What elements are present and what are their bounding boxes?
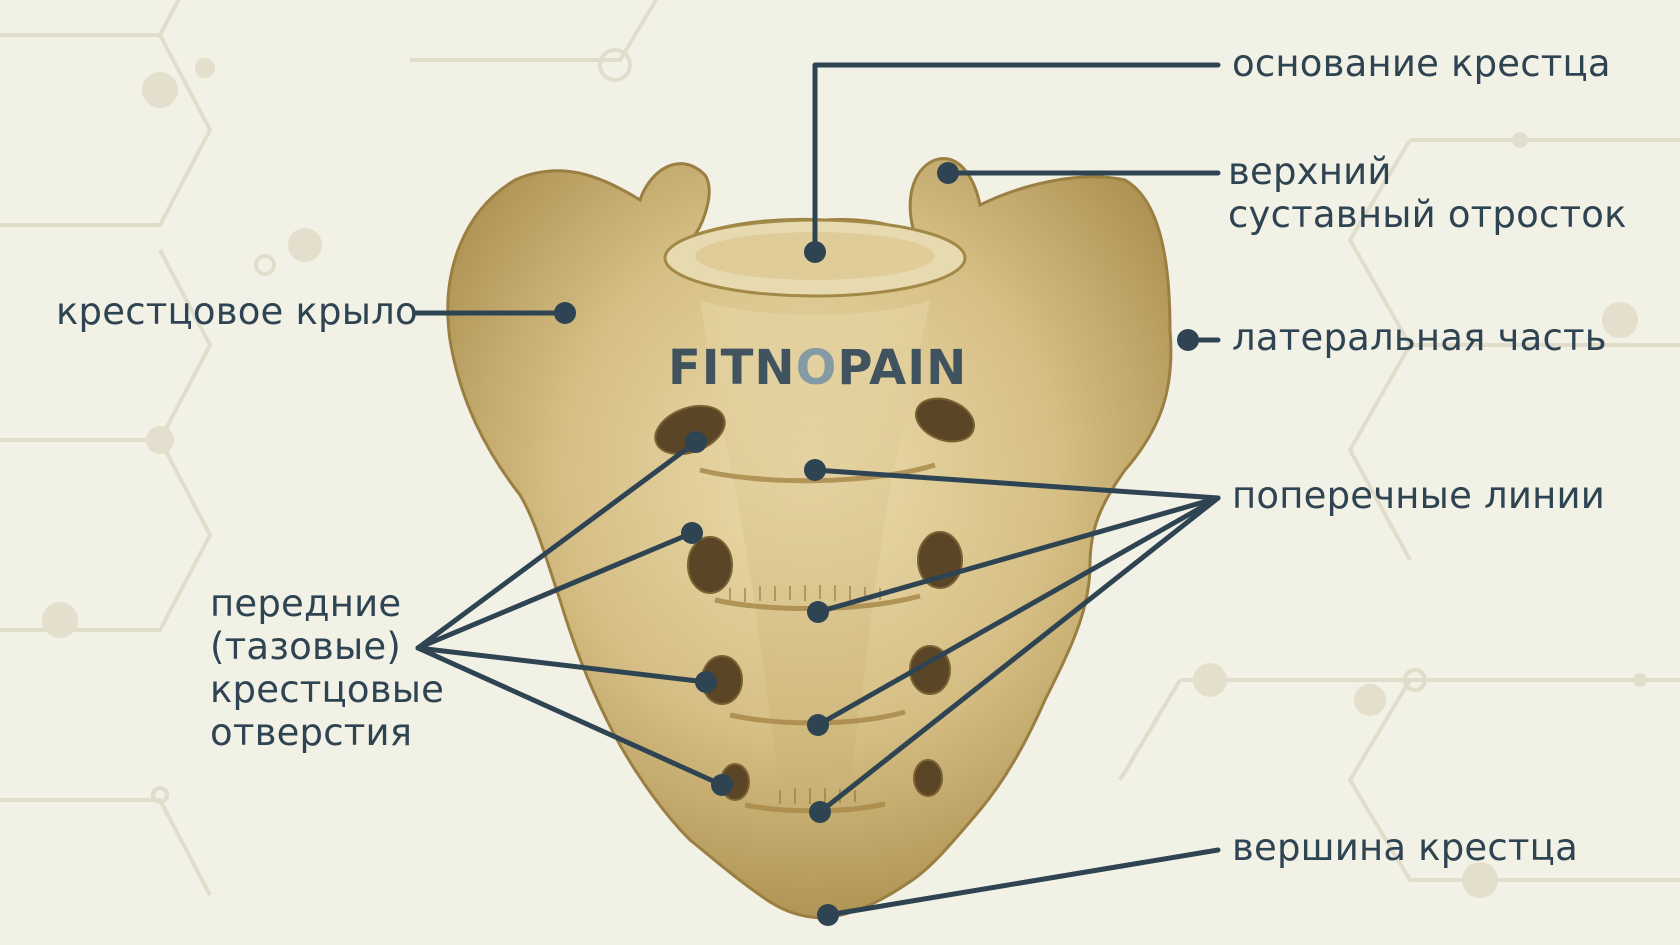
watermark-part-3: PAIN: [837, 340, 967, 396]
label-lateral-part: латеральная часть: [1232, 316, 1607, 359]
marker-transverse-2: [807, 601, 829, 623]
marker-lateral-part: [1177, 329, 1199, 351]
marker-foramina-1: [685, 431, 707, 453]
marker-apex: [817, 904, 839, 926]
foramen-left-2: [688, 537, 732, 593]
label-foramina-line4: отверстия: [210, 711, 444, 754]
marker-transverse-4: [809, 801, 831, 823]
label-transverse-lines: поперечные линии: [1232, 474, 1605, 517]
label-apex: вершина крестца: [1232, 826, 1578, 869]
marker-base: [804, 241, 826, 263]
label-anterior-foramina: передние (тазовые) крестцовые отверстия: [210, 582, 444, 754]
marker-superior-process: [937, 162, 959, 184]
label-base: основание крестца: [1232, 42, 1611, 85]
label-foramina-line2: (тазовые): [210, 625, 444, 668]
watermark-part-2: O: [796, 340, 838, 396]
label-superior-process-line1: верхний: [1228, 150, 1627, 193]
marker-transverse-3: [807, 714, 829, 736]
foramen-right-4: [914, 760, 942, 796]
label-ala: крестцовое крыло: [56, 290, 418, 333]
fitnopain-watermark: FITNOPAIN: [668, 340, 967, 396]
label-superior-process-line2: суставный отросток: [1228, 193, 1627, 236]
watermark-part-1: FITN: [668, 340, 796, 396]
marker-foramina-3: [695, 671, 717, 693]
marker-ala: [554, 302, 576, 324]
label-superior-process: верхний суставный отросток: [1228, 150, 1627, 236]
marker-foramina-4: [711, 774, 733, 796]
label-foramina-line3: крестцовые: [210, 668, 444, 711]
marker-foramina-2: [681, 522, 703, 544]
label-foramina-line1: передние: [210, 582, 444, 625]
marker-transverse-1: [804, 459, 826, 481]
